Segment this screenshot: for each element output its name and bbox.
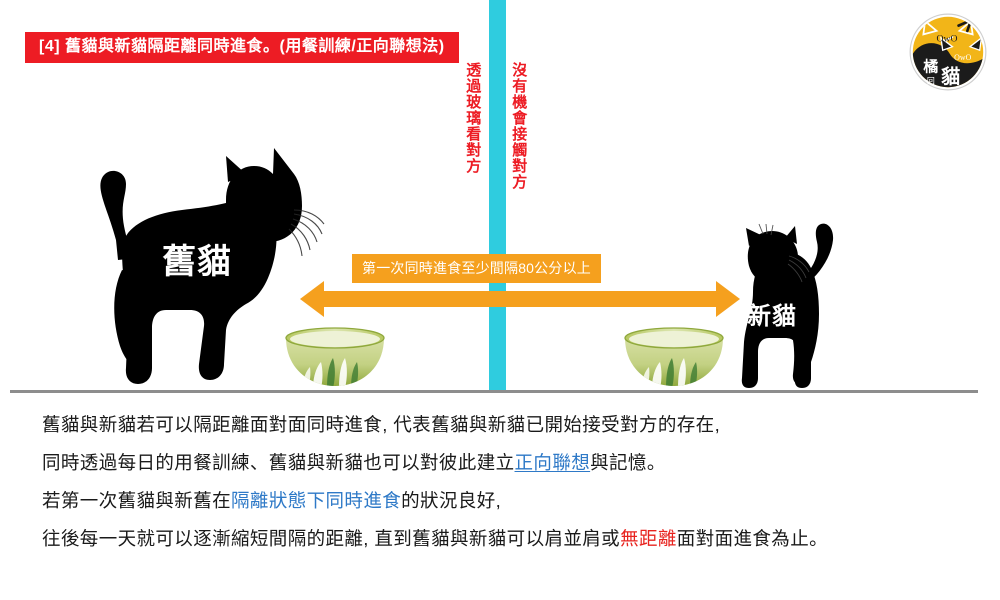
- old-cat-label: 舊貓: [162, 243, 232, 281]
- food-bowl-left: [283, 326, 387, 388]
- body-text-segment: 與記憶。: [590, 452, 666, 473]
- highlighted-text: 隔離狀態下同時進食: [231, 490, 402, 511]
- highlighted-text: 無距離: [620, 528, 677, 549]
- logo-top-face-text: OwO: [937, 33, 958, 44]
- glass-divider: [489, 0, 506, 392]
- logo-char-small: 回: [927, 77, 935, 86]
- distance-arrow-shaft: [322, 291, 718, 307]
- logo-bottom-face-text: OwO: [954, 53, 971, 62]
- arrow-head-left-icon: [300, 281, 324, 317]
- page-title-banner: [4] 舊貓與新貓隔距離同時進食。(用餐訓練/正向聯想法): [25, 32, 459, 64]
- logo-char-left: 橘: [922, 58, 938, 75]
- body-text-segment: 面對面進食為止。: [676, 528, 828, 549]
- highlighted-text: 正向聯想: [514, 452, 591, 473]
- old-cat-silhouette: [78, 140, 333, 390]
- body-line: 若第一次舊貓與新舊在隔離狀態下同時進食的狀況良好,: [42, 482, 972, 520]
- logo-char-right: 貓: [941, 65, 960, 88]
- body-line: 往後每一天就可以逐漸縮短間隔的距離, 直到舊貓與新貓可以肩並肩或無距離面對面進食…: [42, 520, 972, 558]
- body-text-segment: 舊貓與新貓若可以隔距離面對面同時進食, 代表舊貓與新貓已開始接受對方的存在,: [42, 414, 721, 435]
- arrow-head-right-icon: [716, 281, 740, 317]
- body-line: 舊貓與新貓若可以隔距離面對面同時進食, 代表舊貓與新貓已開始接受對方的存在,: [42, 406, 972, 444]
- label-through-glass: 透過玻璃看對方: [464, 62, 482, 174]
- brand-logo: OwO OwO 橘 回 貓: [904, 8, 992, 96]
- body-text-segment: 的狀況良好,: [401, 490, 502, 511]
- body-text-segment: 同時透過每日的用餐訓練、舊貓與新貓也可以對彼此建立: [42, 452, 515, 473]
- distance-label: 第一次同時進食至少間隔80公分以上: [352, 254, 601, 283]
- food-bowl-right: [622, 326, 726, 388]
- label-no-contact: 沒有機會接觸對方: [510, 62, 528, 190]
- new-cat-label: 新貓: [747, 303, 797, 330]
- new-cat-silhouette: [733, 222, 858, 390]
- body-paragraph: 舊貓與新貓若可以隔距離面對面同時進食, 代表舊貓與新貓已開始接受對方的存在, 同時…: [42, 406, 972, 558]
- section-divider: [10, 390, 978, 393]
- body-text-segment: 往後每一天就可以逐漸縮短間隔的距離, 直到舊貓與新貓可以肩並肩或: [42, 528, 621, 549]
- body-line: 同時透過每日的用餐訓練、舊貓與新貓也可以對彼此建立正向聯想與記憶。: [42, 444, 972, 482]
- body-text-segment: 若第一次舊貓與新舊在: [42, 490, 232, 511]
